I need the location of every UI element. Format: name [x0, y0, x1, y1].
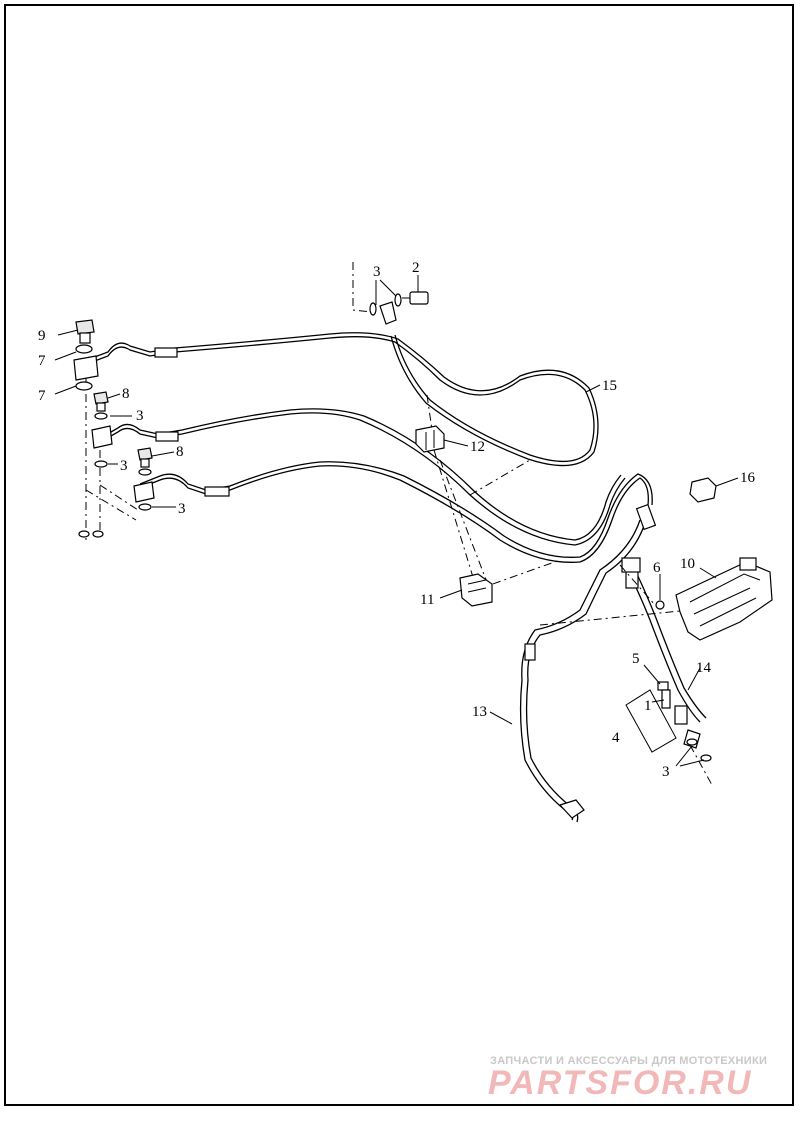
banjo-bolt-9	[75, 319, 95, 344]
callout-10: 10	[680, 556, 695, 572]
callout-7: 7	[38, 388, 46, 404]
brake-line-middle	[103, 412, 626, 546]
callout-4: 4	[612, 730, 620, 746]
washer-3	[369, 302, 377, 316]
fitting-1	[661, 689, 671, 709]
callout-3: 3	[120, 458, 128, 474]
callout-3: 3	[373, 264, 381, 280]
callout-11: 11	[420, 592, 434, 608]
washer-3	[94, 460, 108, 468]
callout-3: 3	[178, 501, 186, 517]
alignment-line	[352, 262, 373, 313]
washer-7	[75, 381, 93, 391]
washer-7	[75, 344, 93, 354]
washer-3	[138, 468, 152, 476]
brake-line-13	[519, 519, 641, 821]
callout-16: 16	[740, 470, 756, 486]
diagram-border	[4, 4, 794, 1106]
hose-15-crimp	[154, 347, 178, 358]
banjo-fitting	[73, 355, 99, 381]
module-10	[675, 557, 773, 641]
callout-15: 15	[602, 378, 617, 394]
banjo-fitting	[379, 301, 397, 325]
alignment-line	[439, 459, 491, 591]
alignment-line	[539, 609, 691, 626]
clip-11	[459, 573, 493, 607]
callout-7: 7	[38, 353, 46, 369]
brake-line-15	[91, 334, 595, 463]
alignment-line	[475, 559, 561, 591]
banjo-bolt-8	[137, 447, 153, 468]
hose-13-top-crimp	[635, 503, 657, 531]
washer-3	[686, 738, 698, 746]
callout-12: 12	[470, 439, 485, 455]
alignment-line	[85, 489, 137, 521]
callout-3: 3	[136, 408, 144, 424]
watermark-logo: PARTSFOR.RU	[488, 1064, 753, 1102]
hose-13-crimp	[524, 643, 536, 661]
washer-3	[394, 293, 402, 307]
watermark-subtitle: ЗАПЧАСТИ И АКСЕССУАРЫ ДЛЯ МОТОТЕХНИКИ	[490, 1055, 768, 1067]
washer-3	[94, 412, 108, 420]
clip-12	[415, 425, 445, 453]
callout-1: 1	[644, 698, 652, 714]
banjo-bolt-8	[93, 391, 109, 412]
brake-line-lower	[139, 465, 649, 563]
banjo-fitting	[133, 481, 155, 503]
callout-13: 13	[472, 704, 487, 720]
washer	[92, 530, 104, 538]
callout-14: 14	[696, 660, 712, 676]
callout-3: 3	[662, 764, 670, 780]
washer-3	[700, 754, 712, 762]
leader-lines	[54, 275, 739, 767]
alignment-line	[426, 394, 433, 431]
middle-hose-crimp	[155, 431, 179, 442]
grommet-16	[689, 477, 717, 503]
callout-2: 2	[412, 260, 420, 276]
lower-hose-crimp	[204, 486, 230, 497]
alignment-line	[469, 459, 531, 496]
banjo-bolt-2	[402, 291, 429, 305]
fitting-4	[674, 705, 688, 725]
alignment-line	[689, 744, 713, 786]
brake-line-14	[629, 574, 701, 723]
screw-6	[655, 600, 665, 610]
banjo-fitting	[91, 425, 113, 449]
callout-9: 9	[38, 328, 46, 344]
callout-5: 5	[632, 651, 640, 667]
hose-14-clip	[621, 557, 641, 573]
part-4-bracket	[625, 689, 677, 753]
washer-3	[138, 503, 152, 511]
washer	[78, 530, 90, 538]
callout-6: 6	[653, 560, 661, 576]
callout-8: 8	[176, 444, 184, 460]
hose-13-end-fitting	[558, 799, 585, 819]
alignment-line	[99, 484, 139, 511]
callout-8: 8	[122, 386, 130, 402]
